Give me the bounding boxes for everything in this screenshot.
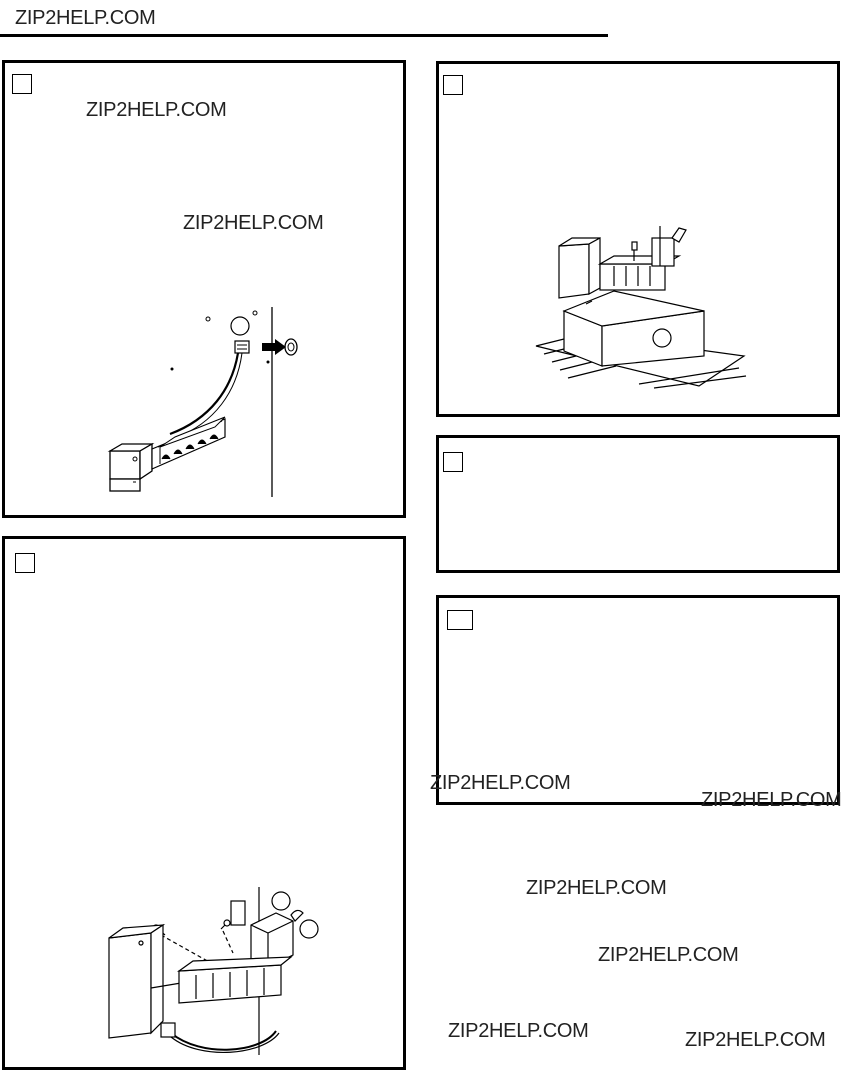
step-number-box xyxy=(12,74,32,94)
panel-top-right xyxy=(436,61,840,417)
panel-top-left xyxy=(2,60,406,518)
panel-bottom-left xyxy=(2,536,406,1070)
watermark-text: ZIP2HELP.COM xyxy=(430,772,571,794)
header-rule xyxy=(0,34,608,37)
watermark-text: ZIP2HELP.COM xyxy=(685,1029,826,1051)
header-watermark: ZIP2HELP.COM xyxy=(15,7,156,29)
watermark-text: ZIP2HELP.COM xyxy=(701,789,842,811)
panel-mid-right xyxy=(436,435,840,573)
step-number-box xyxy=(443,75,463,95)
step-number-box xyxy=(447,610,473,630)
watermark-text: ZIP2HELP.COM xyxy=(598,944,739,966)
icemaker-mounting-illustration xyxy=(101,883,331,1061)
panel-bottom-right xyxy=(436,595,840,805)
watermark-text: ZIP2HELP.COM xyxy=(86,99,227,121)
step-number-box xyxy=(443,452,463,472)
step-number-box xyxy=(15,553,35,573)
watermark-text: ZIP2HELP.COM xyxy=(183,212,324,234)
watermark-text: ZIP2HELP.COM xyxy=(526,877,667,899)
icemaker-bucket-illustration xyxy=(534,216,754,391)
watermark-text: ZIP2HELP.COM xyxy=(448,1020,589,1042)
icemaker-disconnect-illustration xyxy=(100,299,320,499)
